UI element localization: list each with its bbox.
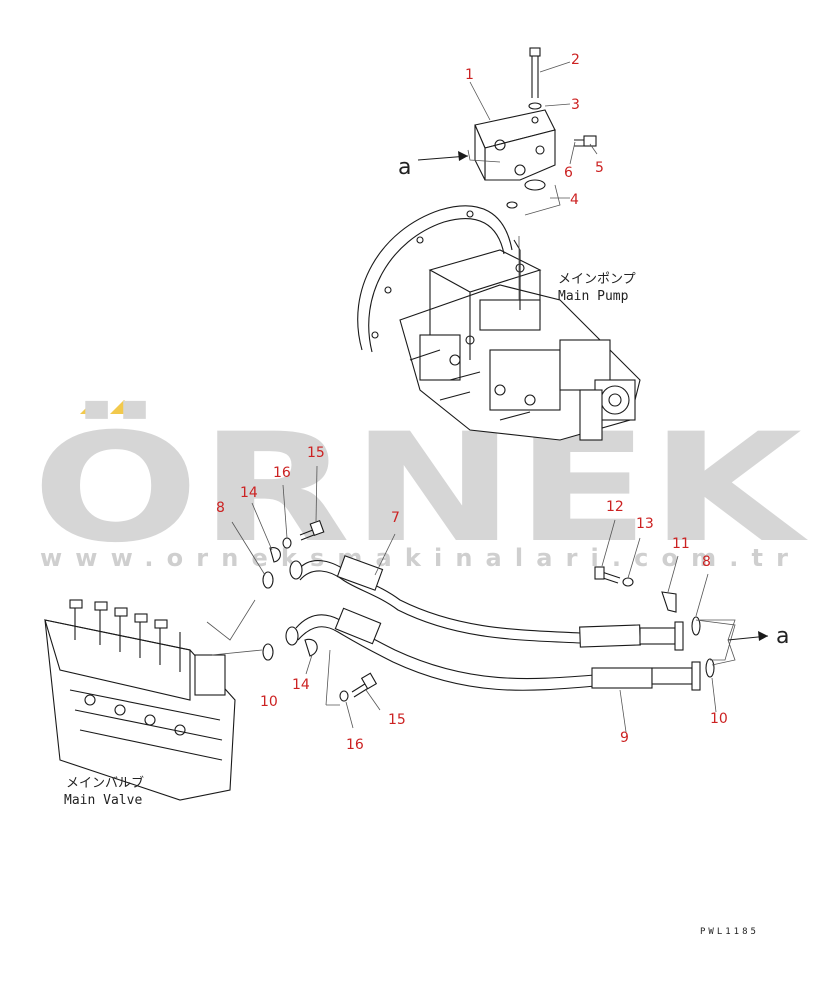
watermark-accent-left: [80, 402, 104, 414]
connector-a-right: a: [776, 624, 789, 649]
hose-9: [285, 607, 701, 691]
watermark-accent-right: [110, 400, 138, 414]
main-pump-caption-jp: メインポンプ: [558, 272, 636, 287]
connector-a-left: a: [398, 155, 411, 180]
main-pump-drawing: [357, 205, 641, 441]
part-label-8-right[interactable]: 8: [702, 554, 711, 570]
part-label-8-left[interactable]: 8: [216, 500, 225, 516]
part-label-10-left[interactable]: 10: [260, 694, 278, 710]
block-assembly: [417, 47, 597, 216]
part-label-14-top[interactable]: 14: [240, 485, 258, 501]
part-label-2[interactable]: 2: [571, 52, 580, 68]
part-label-16-top[interactable]: 16: [273, 465, 291, 481]
hose-7: [289, 555, 684, 651]
watermark: ÖRNEK www.orneksmakinalari.com.tr: [32, 400, 808, 576]
part-label-13[interactable]: 13: [636, 516, 654, 532]
part-label-15-bottom[interactable]: 15: [388, 712, 406, 728]
hardware: [206, 61, 769, 733]
main-pump-caption-en: Main Pump: [558, 289, 629, 304]
main-valve-caption-jp: メインバルブ: [66, 775, 144, 791]
part-label-6[interactable]: 6: [564, 165, 573, 181]
part-label-5[interactable]: 5: [595, 160, 604, 176]
part-label-9[interactable]: 9: [620, 730, 629, 746]
watermark-brand: ÖRNEK: [32, 400, 808, 576]
drawing-code: PWL1185: [700, 927, 759, 937]
main-valve-drawing: [44, 599, 236, 801]
part-label-7[interactable]: 7: [391, 510, 400, 526]
main-valve-caption-en: Main Valve: [64, 793, 142, 808]
part-label-12[interactable]: 12: [606, 499, 624, 515]
part-label-15-top[interactable]: 15: [307, 445, 325, 461]
part-label-10-right[interactable]: 10: [710, 711, 728, 727]
part-label-1[interactable]: 1: [465, 67, 474, 83]
part-label-14-bottom[interactable]: 14: [292, 677, 310, 693]
part-labels: 1 2 3 4 5 6 7 8 8 9 10 10 11 12 13 14 14…: [216, 52, 728, 753]
part-label-16-bottom[interactable]: 16: [346, 737, 364, 753]
part-label-4[interactable]: 4: [570, 192, 579, 208]
part-label-11[interactable]: 11: [672, 536, 690, 552]
part-label-3[interactable]: 3: [571, 97, 580, 113]
